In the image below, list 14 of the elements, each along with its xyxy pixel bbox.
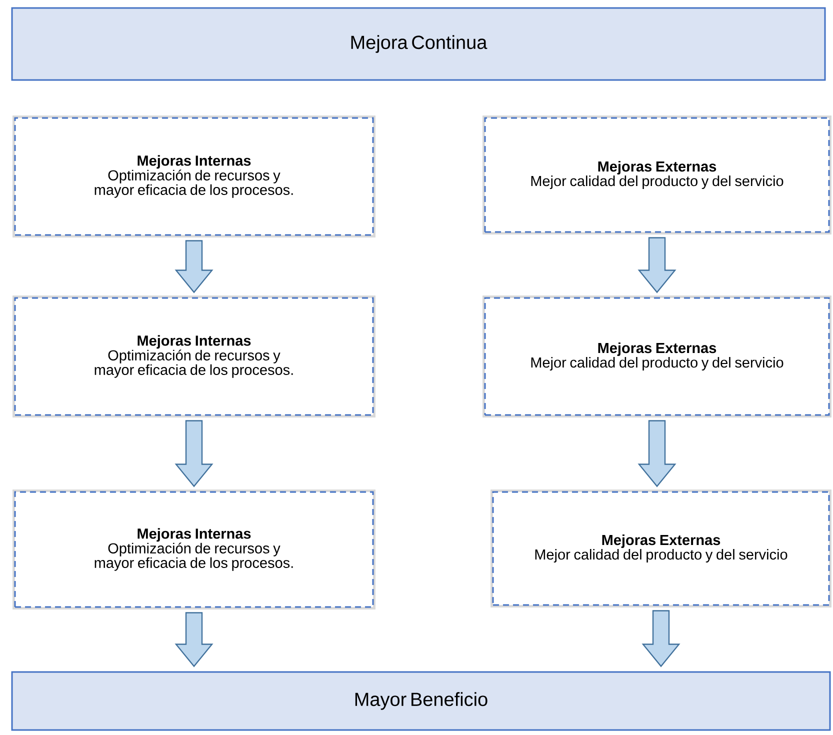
block-arrow (638, 420, 676, 488)
block-arrow (174, 612, 214, 668)
block-arrow (174, 420, 214, 488)
block-arrow (642, 610, 680, 668)
dashed-box: Mejoras Externas Mejor calidad del producto y del servicio (482, 296, 832, 418)
banner-box: Mayor Beneficio (11, 671, 831, 731)
dashed-box: Mejoras Externas Mejor calidad del producto y del servicio (490, 490, 832, 608)
dashed-box: Mejoras Internas Optimización de recursos y mayor eficacia de los procesos. (12, 116, 376, 238)
block-arrow (638, 237, 676, 294)
dashed-box: Mejoras Internas Optimización de recursos y mayor eficacia de los procesos. (12, 296, 376, 418)
banner-box: Mejora Continua (11, 7, 826, 81)
block-arrow (174, 240, 214, 294)
dashed-box: Mejoras Internas Optimización de recursos y mayor eficacia de los procesos. (12, 490, 376, 610)
dashed-box: Mejoras Externas Mejor calidad del producto y del servicio (482, 116, 832, 234)
